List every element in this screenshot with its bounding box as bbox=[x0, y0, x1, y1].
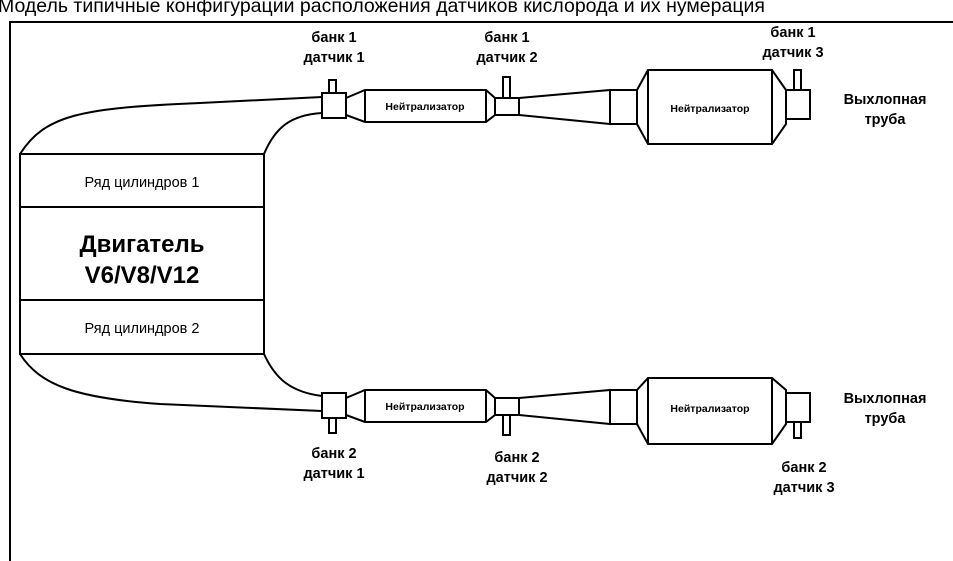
exhaust-labels: Выхлопная труба Выхлопная труба bbox=[844, 92, 927, 427]
bottom-outer-manifold bbox=[19, 353, 323, 412]
catalyst-label: Нейтрализатор bbox=[385, 101, 464, 113]
engine-row1-label: Ряд цилиндров 1 bbox=[85, 175, 200, 191]
sensor-labels: банк 1 датчик 1 банк 1 датчик 2 банк 1 д… bbox=[303, 25, 834, 496]
bank1-sensor3-probe bbox=[793, 69, 802, 91]
bank1-pipe-expander bbox=[518, 88, 611, 126]
sensor-label-b2s3-line1: банк 2 bbox=[781, 460, 826, 476]
sensor-label-b1s3-line1: банк 1 bbox=[770, 25, 815, 41]
sensor-label-b2s1-line2: датчик 1 bbox=[303, 466, 364, 482]
catalyst-label: Нейтрализатор bbox=[385, 401, 464, 413]
sensor-label-b1s1-line2: датчик 1 bbox=[303, 50, 364, 66]
top-outer-manifold bbox=[19, 96, 323, 155]
bank1-sensor1-probe bbox=[328, 79, 337, 94]
frame-left-border bbox=[9, 21, 11, 561]
exhaust-bottom-line2: труба bbox=[865, 411, 907, 427]
exhaust-bottom-line1: Выхлопная bbox=[844, 391, 927, 407]
bank1-sensor2-body bbox=[494, 97, 520, 116]
bank1-sensor1-body bbox=[321, 92, 347, 119]
bank2-sensor2-body bbox=[494, 397, 520, 416]
sensor-label-b2s1-line1: банк 2 bbox=[311, 446, 356, 462]
bank2-sensor3-probe bbox=[793, 421, 802, 439]
bank2-sensor3-body bbox=[785, 392, 811, 423]
engine-block bbox=[19, 153, 265, 355]
bank2-sensor2-probe bbox=[502, 414, 511, 436]
engine-title-line2: V6/V8/V12 bbox=[85, 262, 200, 289]
bank2-sensor1-body bbox=[321, 392, 347, 419]
engine-title-line1: Двигатель bbox=[79, 231, 204, 258]
catalyst-label: Нейтрализатор bbox=[670, 103, 749, 115]
frame-top-border bbox=[9, 21, 953, 23]
sensor-label-b1s3-line2: датчик 3 bbox=[762, 45, 823, 61]
figure-caption: Модель типичные конфигурации расположени… bbox=[0, 0, 765, 17]
bank1-catalyst2 bbox=[609, 69, 787, 145]
bank2-catalyst2 bbox=[609, 377, 787, 445]
bank2-pipe-expander bbox=[518, 388, 611, 426]
sensor-label-b2s2-line2: датчик 2 bbox=[486, 470, 547, 486]
bank1-sensor2-probe bbox=[502, 76, 511, 99]
sensor-label-b1s2-line1: банк 1 bbox=[484, 30, 529, 46]
sensor-label-b1s1-line1: банк 1 bbox=[311, 30, 356, 46]
engine-text: Ряд цилиндров 1 Двигатель V6/V8/V12 Ряд … bbox=[79, 175, 204, 337]
sensor-label-b2s3-line2: датчик 3 bbox=[773, 480, 834, 496]
sensor-label-b1s2-line2: датчик 2 bbox=[476, 50, 537, 66]
bank1-sensor3-body bbox=[785, 89, 811, 120]
engine-row2-label: Ряд цилиндров 2 bbox=[85, 321, 200, 337]
exhaust-top-line2: труба bbox=[865, 112, 907, 128]
exhaust-top-line1: Выхлопная bbox=[844, 92, 927, 108]
bank2-sensor1-probe bbox=[328, 417, 337, 434]
catalyst-label: Нейтрализатор bbox=[670, 403, 749, 415]
catalyst-labels: Нейтрализатор Нейтрализатор Нейтрализато… bbox=[385, 101, 749, 415]
top-inner-manifold bbox=[263, 112, 323, 155]
sensor-label-b2s2-line1: банк 2 bbox=[494, 450, 539, 466]
bottom-inner-manifold bbox=[263, 353, 323, 397]
